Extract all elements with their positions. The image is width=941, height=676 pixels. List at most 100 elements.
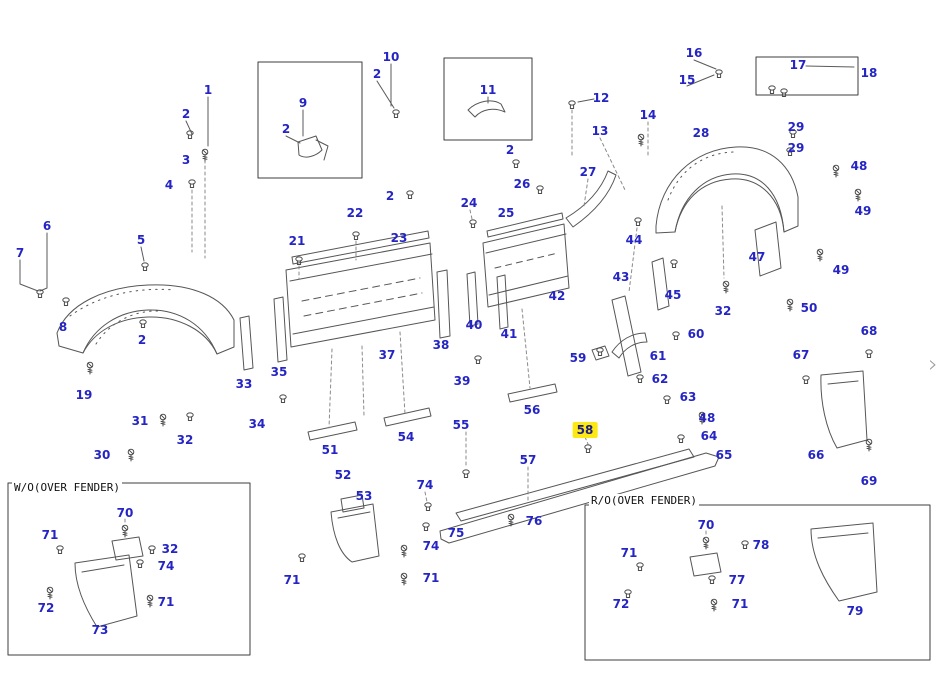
part-label-67[interactable]: 67 bbox=[792, 348, 810, 362]
part-label-65[interactable]: 65 bbox=[715, 448, 733, 462]
part-label-4[interactable]: 4 bbox=[164, 178, 174, 192]
part-label-70[interactable]: 70 bbox=[116, 506, 134, 520]
part-label-3[interactable]: 3 bbox=[181, 153, 191, 167]
part-label-72[interactable]: 72 bbox=[612, 597, 630, 611]
part-label-27[interactable]: 27 bbox=[579, 165, 597, 179]
part-label-32[interactable]: 32 bbox=[714, 304, 732, 318]
part-label-51[interactable]: 51 bbox=[321, 443, 339, 457]
part-label-56[interactable]: 56 bbox=[523, 403, 541, 417]
part-label-30[interactable]: 30 bbox=[93, 448, 111, 462]
part-label-38[interactable]: 38 bbox=[432, 338, 450, 352]
part-label-61[interactable]: 61 bbox=[649, 349, 667, 363]
part-label-71[interactable]: 71 bbox=[422, 571, 440, 585]
part-label-74[interactable]: 74 bbox=[416, 478, 434, 492]
part-label-75[interactable]: 75 bbox=[447, 526, 465, 540]
part-label-13[interactable]: 13 bbox=[591, 124, 609, 138]
part-label-71[interactable]: 71 bbox=[157, 595, 175, 609]
part-label-32[interactable]: 32 bbox=[161, 542, 179, 556]
part-label-10[interactable]: 10 bbox=[382, 50, 400, 64]
part-label-66[interactable]: 66 bbox=[807, 448, 825, 462]
part-label-64[interactable]: 64 bbox=[700, 429, 718, 443]
part-label-17[interactable]: 17 bbox=[789, 58, 807, 72]
part-label-16[interactable]: 16 bbox=[685, 46, 703, 60]
inset-caption-without-over-fender: W/O(OVER FENDER) bbox=[12, 481, 122, 494]
part-label-9[interactable]: 9 bbox=[298, 96, 308, 110]
part-label-29[interactable]: 29 bbox=[787, 120, 805, 134]
part-label-1[interactable]: 1 bbox=[203, 83, 213, 97]
part-label-2[interactable]: 2 bbox=[505, 143, 515, 157]
part-label-31[interactable]: 31 bbox=[131, 414, 149, 428]
part-label-71[interactable]: 71 bbox=[731, 597, 749, 611]
part-label-49[interactable]: 49 bbox=[854, 204, 872, 218]
part-label-28[interactable]: 28 bbox=[692, 126, 710, 140]
part-label-2[interactable]: 2 bbox=[137, 333, 147, 347]
part-label-8[interactable]: 8 bbox=[58, 320, 68, 334]
part-label-55[interactable]: 55 bbox=[452, 418, 470, 432]
part-label-74[interactable]: 74 bbox=[422, 539, 440, 553]
part-label-48[interactable]: 48 bbox=[850, 159, 868, 173]
part-label-6[interactable]: 6 bbox=[42, 219, 52, 233]
detail-brackets bbox=[297, 100, 506, 161]
part-label-44[interactable]: 44 bbox=[625, 233, 643, 247]
part-label-71[interactable]: 71 bbox=[41, 528, 59, 542]
part-label-78[interactable]: 78 bbox=[752, 538, 770, 552]
part-label-15[interactable]: 15 bbox=[678, 73, 696, 87]
part-label-39[interactable]: 39 bbox=[453, 374, 471, 388]
part-label-29[interactable]: 29 bbox=[787, 141, 805, 155]
part-label-72[interactable]: 72 bbox=[37, 601, 55, 615]
part-label-69[interactable]: 69 bbox=[860, 474, 878, 488]
part-label-24[interactable]: 24 bbox=[460, 196, 478, 210]
part-label-58[interactable]: 58 bbox=[572, 422, 598, 438]
part-label-2[interactable]: 2 bbox=[181, 107, 191, 121]
part-label-49[interactable]: 49 bbox=[832, 263, 850, 277]
part-label-26[interactable]: 26 bbox=[513, 177, 531, 191]
part-label-53[interactable]: 53 bbox=[355, 489, 373, 503]
part-label-57[interactable]: 57 bbox=[519, 453, 537, 467]
inset-caption-right-over-fender: R/O(OVER FENDER) bbox=[589, 494, 699, 507]
part-label-18[interactable]: 18 bbox=[860, 66, 878, 80]
part-label-33[interactable]: 33 bbox=[235, 377, 253, 391]
part-label-25[interactable]: 25 bbox=[497, 206, 515, 220]
part-label-42[interactable]: 42 bbox=[548, 289, 566, 303]
part-label-76[interactable]: 76 bbox=[525, 514, 543, 528]
part-label-59[interactable]: 59 bbox=[569, 351, 587, 365]
part-label-45[interactable]: 45 bbox=[664, 288, 682, 302]
part-label-35[interactable]: 35 bbox=[270, 365, 288, 379]
part-label-74[interactable]: 74 bbox=[157, 559, 175, 573]
part-label-23[interactable]: 23 bbox=[390, 231, 408, 245]
part-label-2[interactable]: 2 bbox=[281, 122, 291, 136]
part-label-62[interactable]: 62 bbox=[651, 372, 669, 386]
part-label-37[interactable]: 37 bbox=[378, 348, 396, 362]
part-label-21[interactable]: 21 bbox=[288, 234, 306, 248]
part-label-52[interactable]: 52 bbox=[334, 468, 352, 482]
part-label-63[interactable]: 63 bbox=[679, 390, 697, 404]
part-label-5[interactable]: 5 bbox=[136, 233, 146, 247]
part-label-19[interactable]: 19 bbox=[75, 388, 93, 402]
part-label-54[interactable]: 54 bbox=[397, 430, 415, 444]
part-label-2[interactable]: 2 bbox=[385, 189, 395, 203]
part-label-73[interactable]: 73 bbox=[91, 623, 109, 637]
part-label-71[interactable]: 71 bbox=[620, 546, 638, 560]
part-label-11[interactable]: 11 bbox=[479, 83, 497, 97]
part-label-34[interactable]: 34 bbox=[248, 417, 266, 431]
part-label-7[interactable]: 7 bbox=[15, 246, 25, 260]
next-page-chevron-icon[interactable]: › bbox=[928, 350, 938, 378]
part-label-71[interactable]: 71 bbox=[283, 573, 301, 587]
part-label-14[interactable]: 14 bbox=[639, 108, 657, 122]
part-label-12[interactable]: 12 bbox=[592, 91, 610, 105]
part-label-47[interactable]: 47 bbox=[748, 250, 766, 264]
part-label-22[interactable]: 22 bbox=[346, 206, 364, 220]
part-label-40[interactable]: 40 bbox=[465, 318, 483, 332]
part-label-77[interactable]: 77 bbox=[728, 573, 746, 587]
part-label-50[interactable]: 50 bbox=[800, 301, 818, 315]
part-label-41[interactable]: 41 bbox=[500, 327, 518, 341]
part-label-60[interactable]: 60 bbox=[687, 327, 705, 341]
part-label-48[interactable]: 48 bbox=[698, 411, 716, 425]
part-label-32[interactable]: 32 bbox=[176, 433, 194, 447]
part-label-2[interactable]: 2 bbox=[372, 67, 382, 81]
part-label-70[interactable]: 70 bbox=[697, 518, 715, 532]
part-label-43[interactable]: 43 bbox=[612, 270, 630, 284]
part-label-68[interactable]: 68 bbox=[860, 324, 878, 338]
part-label-79[interactable]: 79 bbox=[846, 604, 864, 618]
